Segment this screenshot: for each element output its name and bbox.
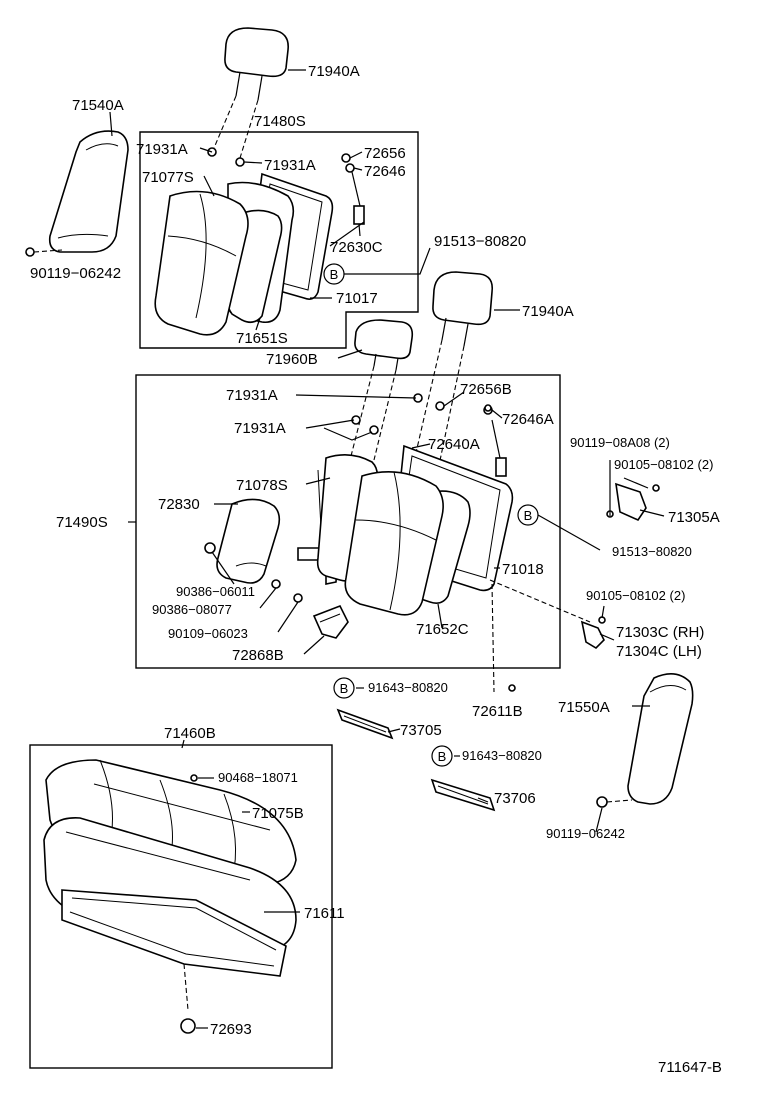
part-label: 91513−80820 xyxy=(612,544,692,559)
seat-cushion-71460B xyxy=(43,759,297,1034)
part-label: 71940A xyxy=(308,63,360,80)
part-label: 90105−08102 (2) xyxy=(614,457,713,472)
part-label: 71490S xyxy=(56,514,108,531)
part-label: 71960B xyxy=(266,351,318,368)
strip-73706 xyxy=(430,778,496,812)
part-label: 72693 xyxy=(210,1021,252,1038)
part-label: 72868B xyxy=(232,647,284,664)
part-label: 71078S xyxy=(236,477,288,494)
part-label: 72830 xyxy=(158,496,200,513)
headrest-top-71940A xyxy=(213,27,289,159)
part-label: 90119−06242 xyxy=(30,265,121,282)
callout-b-label: B xyxy=(330,267,339,282)
callout-b-label: B xyxy=(524,508,533,523)
hinge-71305A xyxy=(606,482,660,522)
part-label: 72656B xyxy=(460,381,512,398)
leader-lines xyxy=(109,69,665,1029)
part-label: 72611B xyxy=(472,703,523,720)
part-label: 71018 xyxy=(502,561,544,578)
part-label: 90119−08A08 (2) xyxy=(570,435,670,450)
part-label: 71931A xyxy=(234,420,286,437)
diagram-code: 711647-B xyxy=(658,1059,722,1076)
callout-b-label: B xyxy=(340,681,349,696)
callout-b-1: B xyxy=(323,263,345,285)
strip-73705 xyxy=(336,708,394,740)
part-label: 71931A xyxy=(136,141,188,158)
part-label: 90386−08077 xyxy=(152,602,232,617)
part-label: 71077S xyxy=(142,169,194,186)
part-label: 71550A xyxy=(558,699,610,716)
part-label: 71940A xyxy=(522,303,574,320)
part-labels: 71940A 71540A 71480S 71931A 71931A 72656… xyxy=(30,63,722,1076)
side-panel-71540A xyxy=(25,130,129,257)
part-label: 90109−06023 xyxy=(168,626,248,641)
part-label: 71480S xyxy=(254,113,306,130)
part-label: 71303C (RH) xyxy=(616,624,704,641)
part-label: 91643−80820 xyxy=(368,680,448,695)
part-label: 72646A xyxy=(502,411,554,428)
part-label: 90386−06011 xyxy=(176,584,255,599)
part-label: 71540A xyxy=(72,97,124,114)
side-panel-71550A xyxy=(596,673,694,808)
callout-b-2: B xyxy=(517,504,539,526)
part-label: 71460B xyxy=(164,725,216,742)
part-label: 72656 xyxy=(364,145,406,162)
bracket-72868B xyxy=(312,604,349,639)
seatback-upper-71480S xyxy=(154,147,365,336)
callout-b-4: B xyxy=(431,745,453,767)
seatback-main-71490S xyxy=(297,393,514,616)
part-label: 73706 xyxy=(494,790,536,807)
group-box-71460B xyxy=(29,744,333,1069)
part-label: 71305A xyxy=(668,509,720,526)
part-label: 71611 xyxy=(304,905,345,922)
part-label: 71652C xyxy=(416,621,469,638)
part-label: 90119−06242 xyxy=(546,826,625,841)
group-box-71480S xyxy=(139,131,419,349)
headrest-small-71960B xyxy=(349,319,414,461)
armrest-72830 xyxy=(204,498,303,603)
hinge-71303C xyxy=(580,616,606,650)
part-label: 71651S xyxy=(236,330,288,347)
part-label: 91643−80820 xyxy=(462,748,542,763)
part-label: 71075B xyxy=(252,805,304,822)
headrest-mid-71940A xyxy=(411,271,494,471)
part-label: 71931A xyxy=(264,157,316,174)
part-label: 90468−18071 xyxy=(218,770,298,785)
part-label: 90105−08102 (2) xyxy=(586,588,685,603)
part-label: 91513−80820 xyxy=(434,233,526,250)
callout-b-3: B xyxy=(333,677,355,699)
part-label: 72646 xyxy=(364,163,406,180)
part-label: 72630C xyxy=(330,239,383,256)
part-label: 73705 xyxy=(400,722,442,739)
part-label: 71931A xyxy=(226,387,278,404)
part-label: 72640A xyxy=(428,436,480,453)
part-label: 71017 xyxy=(336,290,378,307)
callout-b-label: B xyxy=(438,749,447,764)
part-label: 71304C (LH) xyxy=(616,643,702,660)
